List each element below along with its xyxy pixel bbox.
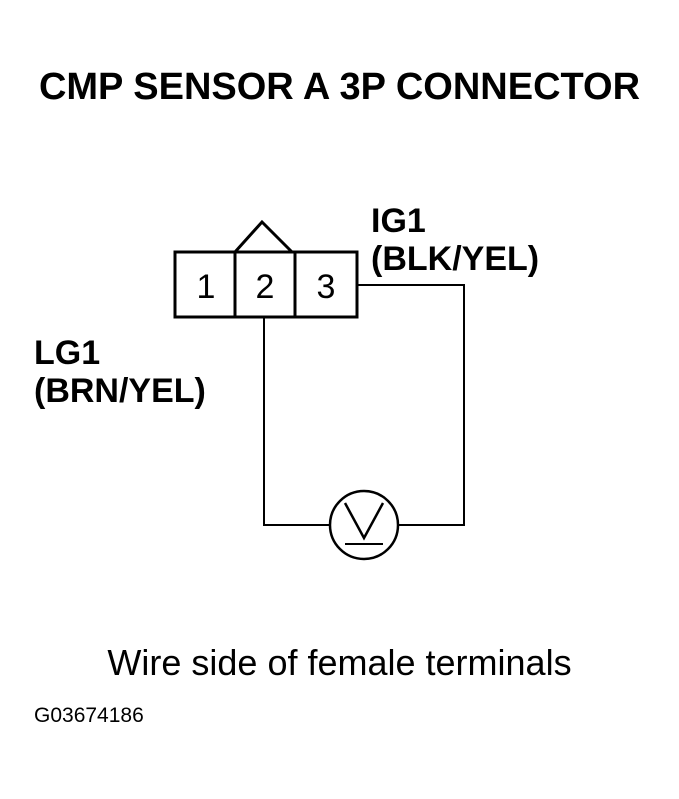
ig1-color: (BLK/YEL) [371, 240, 540, 278]
terminal-2-label: 2 [256, 268, 275, 306]
voltmeter-v-symbol [343, 502, 385, 541]
lg1-label: LG1 (BRN/YEL) [34, 334, 206, 410]
lg1-name: LG1 [34, 334, 101, 372]
voltmeter-circle [328, 489, 400, 561]
wire-lg1 [263, 317, 330, 526]
lg1-color: (BRN/YEL) [34, 372, 206, 410]
terminal-3-label: 3 [317, 268, 336, 306]
diagram-title: CMP SENSOR A 3P CONNECTOR [38, 66, 641, 108]
wire-ig1 [357, 284, 465, 526]
figure-id: G03674186 [34, 704, 144, 727]
ig1-name: IG1 [371, 202, 426, 240]
voltmeter-icon [328, 489, 400, 561]
wiring [263, 284, 465, 526]
ig1-label: IG1 (BLK/YEL) [371, 202, 539, 278]
connector-lock-tab [233, 219, 294, 254]
terminal-1-label: 1 [197, 268, 216, 306]
caption: Wire side of female terminals [107, 642, 572, 683]
